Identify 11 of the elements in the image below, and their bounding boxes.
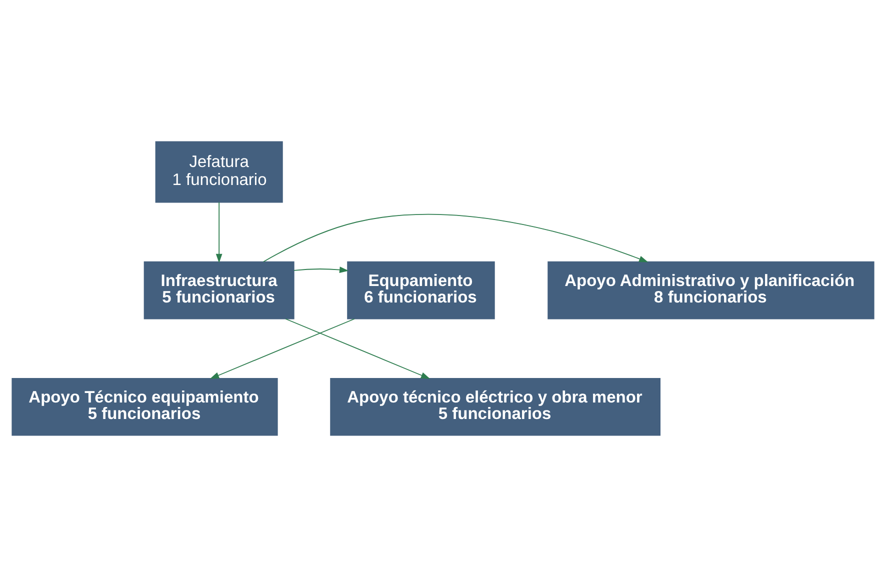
arrow	[216, 201, 222, 263]
node-box: Apoyo Administrativo y planificación 8 funcionarios	[548, 260, 874, 319]
arrow	[210, 318, 355, 378]
arrow	[294, 266, 349, 272]
arrow	[285, 318, 430, 378]
arrow	[263, 213, 648, 262]
node-box: Jefatura 1 funcionario	[155, 140, 283, 202]
node-box: Apoyo Técnico equipamiento 5 funcionarios	[12, 377, 278, 436]
node-box: Infraestructura 5 funcionarios	[144, 260, 294, 319]
node-box: Equpamiento 6 funcionarios	[347, 260, 495, 319]
node-box: Apoyo técnico eléctrico y obra menor 5 funcionarios	[330, 377, 660, 436]
